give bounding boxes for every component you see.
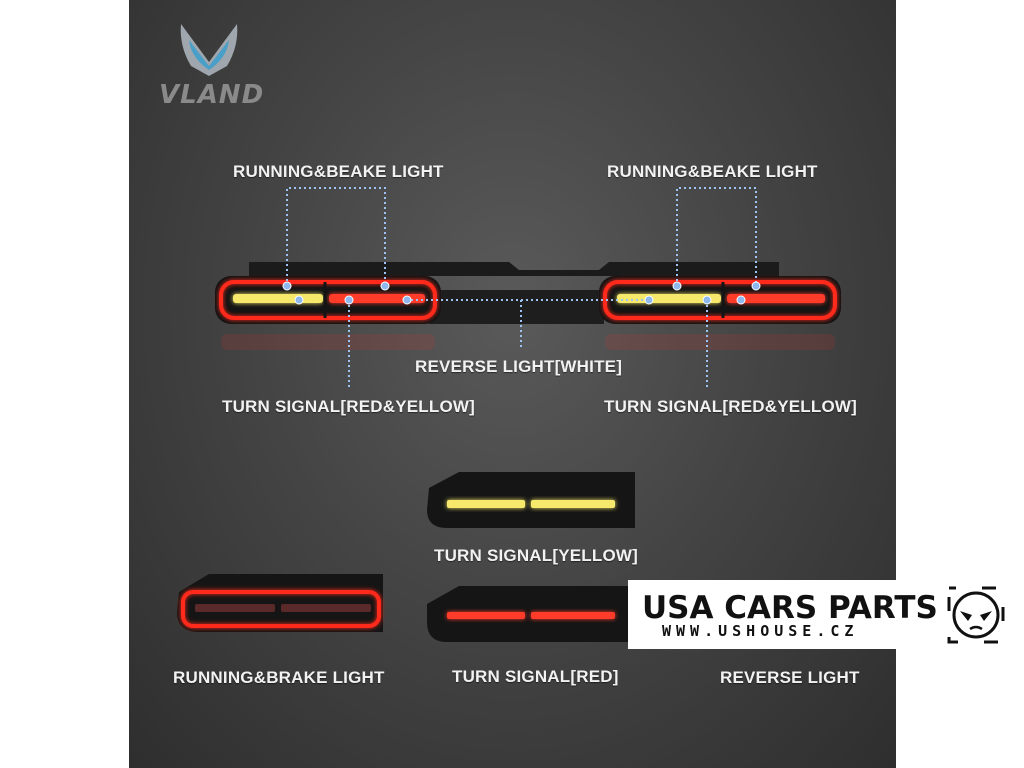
- full-tail-light-assembly: [215, 262, 841, 350]
- watermark-url: WWW.USHOUSE.CZ: [662, 622, 859, 640]
- label-running-brake-right: RUNNING&BEAKE LIGHT: [607, 162, 818, 181]
- label-reverse-light: REVERSE LIGHT: [720, 668, 860, 687]
- watermark-title: USA CARS PARTS: [642, 590, 938, 626]
- brand-name: VLAND: [159, 80, 265, 110]
- label-running-brake-left: RUNNING&BEAKE LIGHT: [233, 162, 444, 181]
- product-image-panel: VLAND: [129, 0, 896, 768]
- label-running-brake-light: RUNNING&BRAKE LIGHT: [173, 668, 385, 687]
- label-reverse-white: REVERSE LIGHT[WHITE]: [415, 357, 623, 376]
- watermark-banner: USA CARS PARTS WWW.USHOUSE.CZ: [628, 580, 1008, 649]
- tail-light-diagram: [177, 187, 841, 642]
- label-turn-signal-red: TURN SIGNAL[RED]: [452, 667, 619, 686]
- turn-signal-red-lamp: [427, 586, 635, 642]
- brand-logo-icon: [180, 24, 238, 76]
- label-turn-signal-left: TURN SIGNAL[RED&YELLOW]: [222, 397, 475, 416]
- label-turn-signal-yellow: TURN SIGNAL[YELLOW]: [434, 546, 638, 565]
- label-turn-signal-right: TURN SIGNAL[RED&YELLOW]: [604, 397, 857, 416]
- turn-signal-yellow-lamp: [427, 472, 635, 528]
- mask-logo-icon: [947, 586, 1005, 644]
- running-brake-lamp: [177, 574, 383, 632]
